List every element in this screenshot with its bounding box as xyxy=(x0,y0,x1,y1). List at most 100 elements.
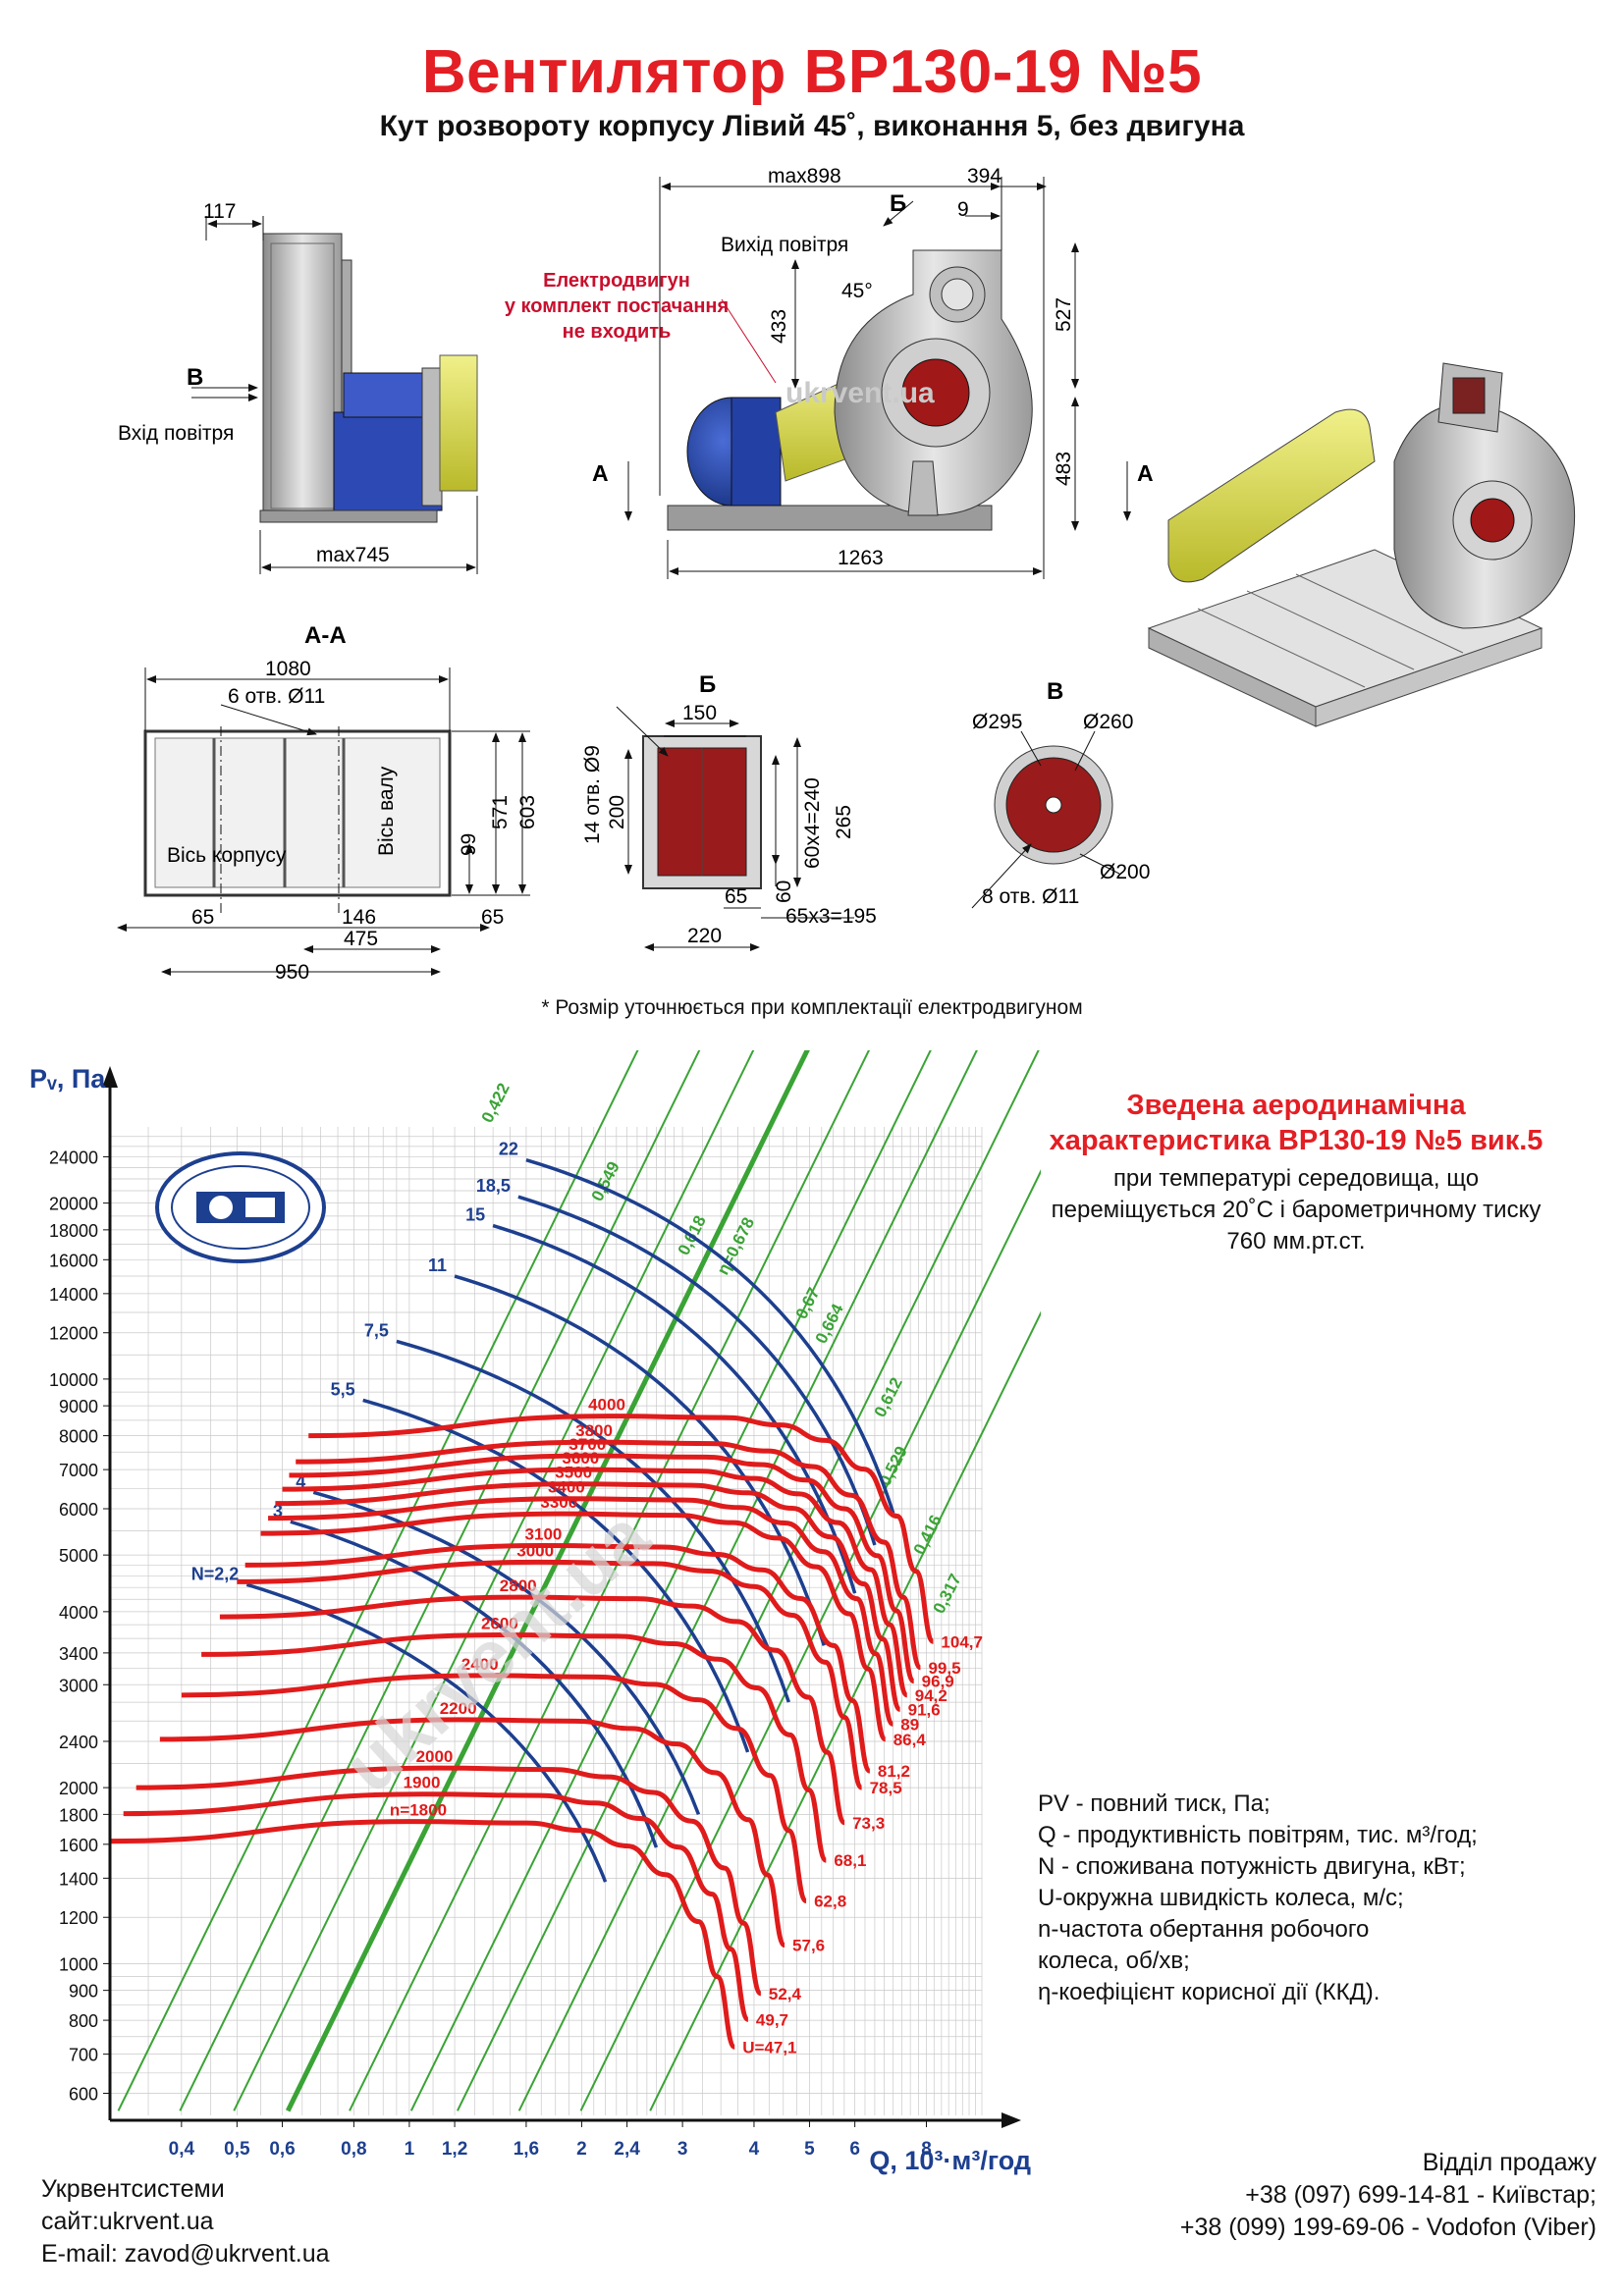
power-label: N=2,2 xyxy=(191,1564,240,1583)
dim-571: 571 xyxy=(489,795,512,829)
phone-1[interactable]: +38 (097) 699-14-81 - Київстар; xyxy=(1245,2181,1597,2209)
tip-speed-label: 57,6 xyxy=(792,1937,825,1955)
sales-info: Відділ продажу +38 (097) 699-14-81 - Киї… xyxy=(1180,2147,1597,2244)
dim-1263: 1263 xyxy=(838,547,884,569)
y-tick-label: 10000 xyxy=(49,1370,98,1390)
y-tick-label: 9000 xyxy=(59,1397,98,1416)
holes-6: 6 отв. Ø11 xyxy=(228,685,325,708)
efficiency-line xyxy=(285,1050,810,2112)
tip-speed-label: 62,8 xyxy=(814,1893,846,1911)
speed-label: 3800 xyxy=(575,1421,613,1440)
watermark: ukrvent.ua xyxy=(785,377,935,409)
speed-curve xyxy=(275,1481,903,1712)
tip-speed-label: 99,5 xyxy=(928,1659,960,1678)
dim-117: 117 xyxy=(203,200,236,223)
speed-curve xyxy=(296,1439,923,1671)
power-label: 4 xyxy=(296,1471,305,1491)
chart-title-line-2: характеристика ВР130-19 №5 вик.5 xyxy=(1049,1125,1543,1156)
company-email[interactable]: E-mail: zavod@ukrvent.ua xyxy=(41,2240,330,2268)
tip-speed-label: 91,6 xyxy=(908,1700,941,1719)
holes-14: 14 отв. Ø9 xyxy=(581,745,604,844)
efficiency-line xyxy=(517,1050,1040,2111)
conditions-line-3: 760 мм.рт.ст. xyxy=(1226,1228,1366,1255)
speed-curve xyxy=(260,1511,889,1742)
dim-483: 483 xyxy=(1053,452,1075,486)
section-a-right: А xyxy=(1137,460,1154,486)
dim-60: 60 xyxy=(773,881,795,903)
lab-logo xyxy=(155,1151,326,1263)
chart-grid xyxy=(109,1127,983,2115)
y-tick-label: 4000 xyxy=(59,1603,98,1623)
y-tick-label: 1200 xyxy=(59,1908,98,1928)
dim-950: 950 xyxy=(275,961,309,984)
dim-65b: 65 xyxy=(481,906,504,929)
x-tick-label: 1 xyxy=(405,2139,415,2160)
legend-line: η-коефіцієнт корисної дії (ККД). xyxy=(1038,1979,1380,2005)
section-aa-view xyxy=(117,667,530,976)
dim-527: 527 xyxy=(1053,297,1075,332)
x-tick-label: 2 xyxy=(576,2139,587,2160)
efficiency-label: 0,416 xyxy=(910,1512,946,1558)
sales-title: Відділ продажу xyxy=(1422,2149,1597,2176)
dim-220: 220 xyxy=(687,925,722,947)
section-a-left: А xyxy=(592,460,609,486)
y-tick-label: 12000 xyxy=(49,1324,98,1344)
y-tick-label: 16000 xyxy=(49,1251,98,1270)
company-site[interactable]: сайт:ukrvent.ua xyxy=(41,2208,214,2235)
view-b-title: Б xyxy=(699,671,716,698)
page-subtitle: Кут розвороту корпусу Лівий 45˚, виконан… xyxy=(379,110,1245,142)
speed-label: 2000 xyxy=(416,1747,454,1766)
speed-curve xyxy=(135,1765,764,1997)
x-tick-label: 4 xyxy=(749,2139,760,2160)
efficiency-line xyxy=(457,1050,978,2111)
speed-label: n=1800 xyxy=(390,1801,447,1820)
legend-line: U-окружна швидкість колеса, м/с; xyxy=(1038,1885,1404,1911)
isometric-view xyxy=(1147,362,1576,727)
chart-watermark: ukrvent.ua xyxy=(328,1494,665,1809)
x-axis-arrow xyxy=(1001,2112,1021,2128)
dim-200: 200 xyxy=(606,795,628,829)
tip-speed-label: 86,4 xyxy=(893,1731,927,1749)
x-axis-label: Q, 10³·м³/год xyxy=(869,2146,1031,2175)
y-tick-label: 3000 xyxy=(59,1676,98,1695)
power-label: 3 xyxy=(273,1501,283,1521)
dim-240: 60x4=240 xyxy=(801,777,824,869)
dim-65a: 65 xyxy=(191,906,214,929)
dim-433: 433 xyxy=(768,309,790,344)
speed-curve xyxy=(201,1631,829,1863)
speed-curve xyxy=(244,1542,873,1774)
tip-speed-label: 73,3 xyxy=(852,1814,885,1833)
speed-label: 2800 xyxy=(500,1576,537,1595)
x-tick-label: 2,4 xyxy=(614,2139,640,2160)
x-tick-label: 5 xyxy=(804,2139,815,2160)
power-label: 18,5 xyxy=(476,1176,511,1196)
speed-curve xyxy=(289,1453,917,1684)
y-tick-label: 5000 xyxy=(59,1546,98,1566)
legend-line: PV - повний тиск, Па; xyxy=(1038,1790,1271,1817)
y-tick-label: 1000 xyxy=(59,1954,98,1974)
x-tick-label: 0,6 xyxy=(269,2139,295,2160)
inlet-label: Вхід повітря xyxy=(118,422,234,445)
x-tick-label: 6 xyxy=(849,2139,860,2160)
chart-legend: PV - повний тиск, Па; Q - продуктивність… xyxy=(1038,1789,1588,2008)
view-v-title: В xyxy=(1047,678,1063,705)
power-label: 22 xyxy=(499,1140,518,1159)
front-view xyxy=(624,177,1131,579)
y-tick-label: 8000 xyxy=(59,1427,98,1447)
speed-curve xyxy=(268,1496,895,1727)
x-tick-label: 0,4 xyxy=(169,2139,195,2160)
speed-curve xyxy=(237,1559,865,1790)
efficiency-label: 0,422 xyxy=(478,1080,514,1126)
phone-2[interactable]: +38 (099) 199-69-06 - Vodofon (Viber) xyxy=(1179,2214,1597,2241)
y-tick-label: 900 xyxy=(69,1982,98,2002)
efficiency-label: 0,549 xyxy=(588,1158,623,1204)
y-tick-label: 14000 xyxy=(49,1285,98,1305)
efficiency-line xyxy=(409,1050,932,2111)
y-tick-label: 700 xyxy=(69,2046,98,2065)
tip-speed-label: 68,1 xyxy=(834,1851,866,1870)
speed-label: 2400 xyxy=(461,1655,499,1674)
motor-note-1: Електродвигун xyxy=(543,270,690,292)
speed-label: 2600 xyxy=(481,1614,518,1632)
motor-note-2: у комплект постачання xyxy=(505,295,729,317)
power-curve xyxy=(312,1490,701,1815)
